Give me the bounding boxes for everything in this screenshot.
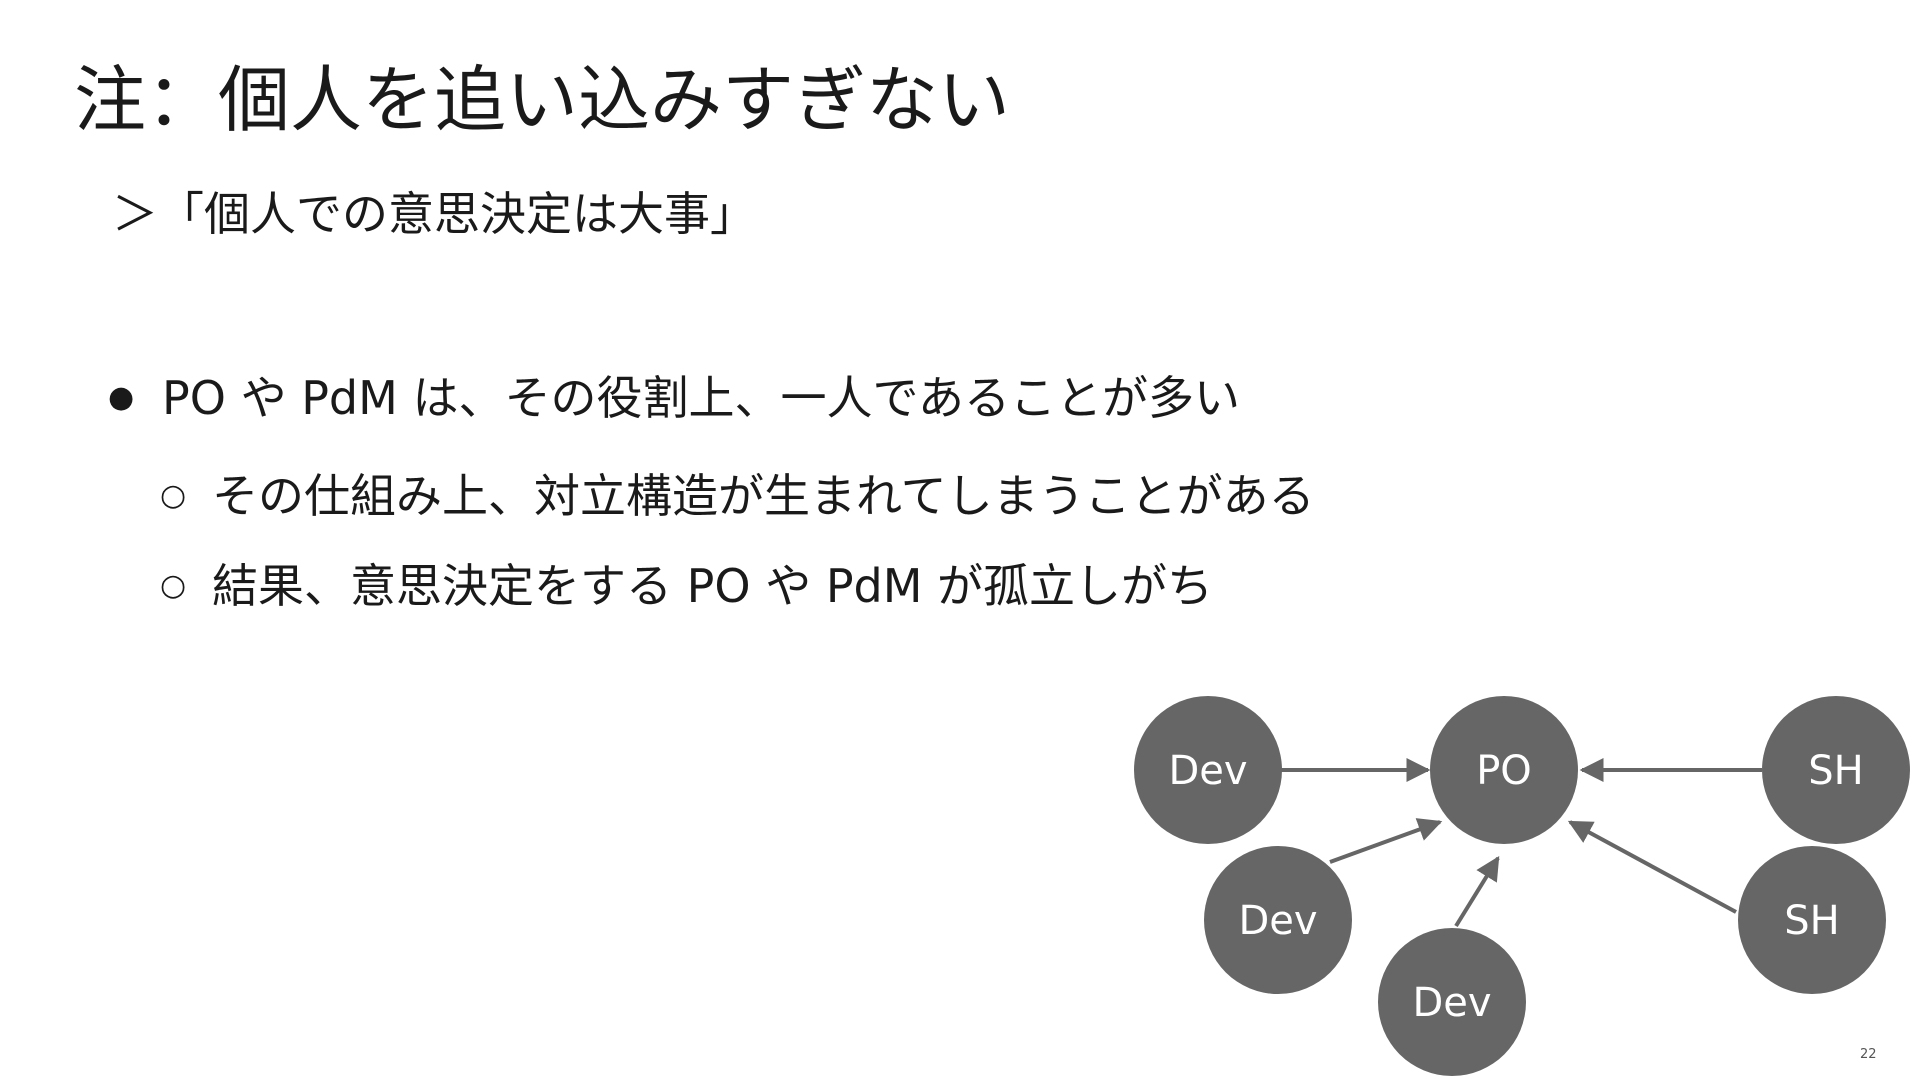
node-dev-bottom: Dev — [1378, 928, 1526, 1076]
slide-subtitle: ＞「個人での意思決定は大事」 — [112, 187, 756, 241]
node-sh-mid: SH — [1738, 846, 1886, 994]
sub-bullet-text: 結果、意思決定をする PO や PdM が孤立しがち — [212, 559, 1214, 613]
arrow-sh-mid-to-po — [1567, 820, 1737, 914]
node-label: Dev — [1238, 898, 1317, 944]
bullet-text: PO や PdM は、その役割上、一人であることが多い — [162, 371, 1240, 425]
stakeholder-diagram: Dev PO SH Dev Dev SH — [1134, 696, 1910, 1076]
node-sh-top: SH — [1762, 696, 1910, 844]
node-label: SH — [1808, 748, 1863, 794]
node-label: Dev — [1168, 748, 1247, 794]
hollow-bullet-icon: ○ — [160, 568, 187, 603]
arrow-dev-mid-to-po — [1329, 818, 1443, 864]
node-label: PO — [1476, 748, 1532, 794]
node-label: Dev — [1412, 980, 1491, 1026]
node-label: SH — [1784, 898, 1839, 944]
node-dev-top: Dev — [1134, 696, 1282, 844]
sub-bullet-text: その仕組み上、対立構造が生まれてしまうことがある — [212, 469, 1315, 523]
page-number: 22 — [1860, 1047, 1877, 1062]
hollow-bullet-icon: ○ — [160, 478, 187, 513]
slide-title: 注：個人を追い込みすぎない — [74, 58, 1011, 142]
arrow-dev-bottom-to-po — [1454, 855, 1500, 928]
node-dev-mid: Dev — [1204, 846, 1352, 994]
node-po: PO — [1430, 696, 1578, 844]
filled-bullet-icon: ● — [108, 380, 135, 415]
